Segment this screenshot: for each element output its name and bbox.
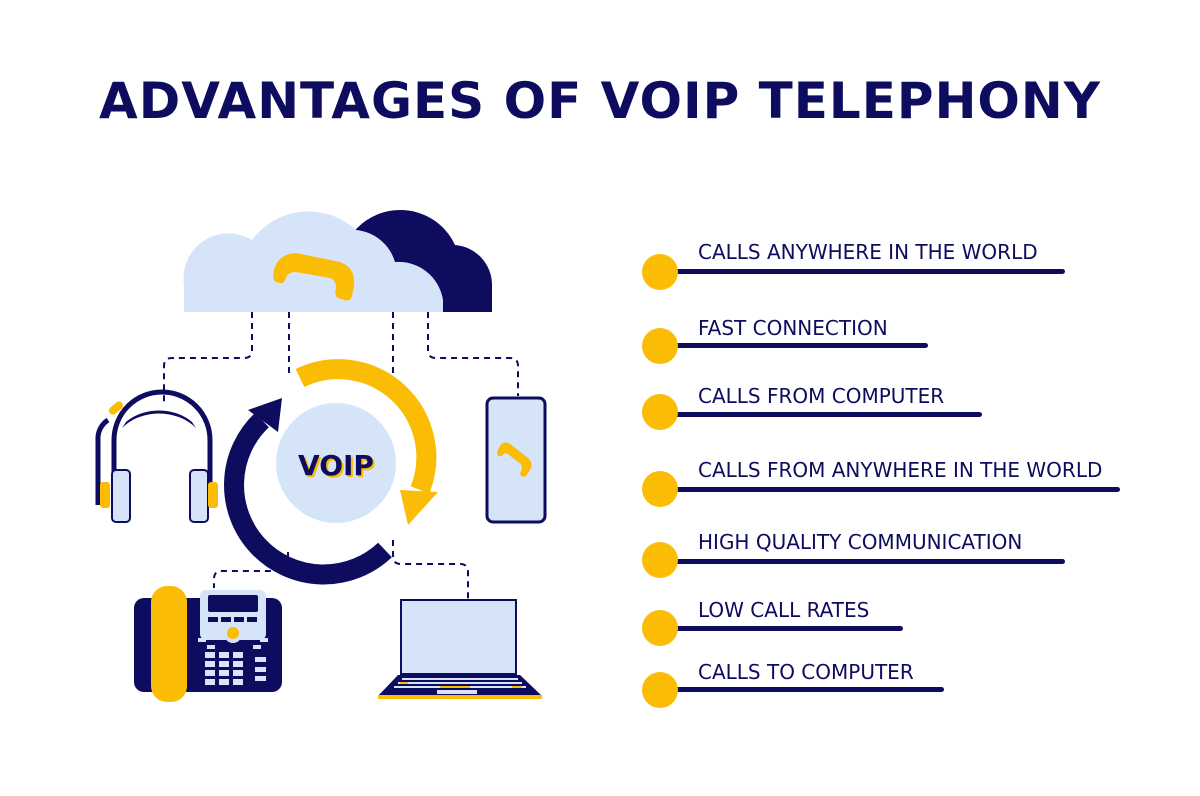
advantage-label: FAST CONNECTION (698, 316, 888, 340)
desk-phone-icon (134, 586, 282, 702)
headphones-icon (95, 389, 218, 523)
advantage-label: CALLS ANYWHERE IN THE WORLD (698, 240, 1038, 264)
cloud-icon (183, 209, 493, 312)
advantage-item: LOW CALL RATES (640, 598, 920, 648)
bullet-dot-icon (642, 610, 678, 646)
underline-bar (674, 343, 928, 348)
bullet-dot-icon (642, 542, 678, 578)
bullet-dot-icon (642, 394, 678, 430)
advantage-item: CALLS FROM ANYWHERE IN THE WORLD (640, 458, 1130, 508)
bullet-dot-icon (642, 328, 678, 364)
advantage-item: HIGH QUALITY COMMUNICATION (640, 530, 1080, 580)
page-title: ADVANTAGES OF VOIP TELEPHONY (99, 72, 1101, 130)
advantages-list: CALLS ANYWHERE IN THE WORLD FAST CONNECT… (640, 0, 1200, 796)
smartphone-icon (485, 396, 547, 524)
underline-bar (674, 626, 903, 631)
advantage-item: CALLS TO COMPUTER (640, 660, 960, 710)
advantage-label: CALLS FROM ANYWHERE IN THE WORLD (698, 458, 1103, 482)
cycle-arrows-icon (224, 359, 438, 585)
advantage-item: CALLS ANYWHERE IN THE WORLD (640, 240, 1080, 290)
voip-center-label: VOIP (300, 451, 376, 484)
voip-illustration: VOIP VOIP (95, 209, 547, 702)
laptop-icon (378, 599, 542, 699)
phone-handset-icon (273, 253, 355, 301)
underline-bar (674, 487, 1120, 492)
advantage-item: FAST CONNECTION (640, 316, 940, 366)
advantage-item: CALLS FROM COMPUTER (640, 384, 990, 434)
advantage-label: LOW CALL RATES (698, 598, 870, 622)
bullet-dot-icon (642, 471, 678, 507)
advantage-label: HIGH QUALITY COMMUNICATION (698, 530, 1023, 554)
underline-bar (674, 412, 982, 417)
underline-bar (674, 269, 1065, 274)
underline-bar (674, 687, 944, 692)
voip-center-label-front: VOIP (298, 449, 374, 482)
bullet-dot-icon (642, 672, 678, 708)
advantage-label: CALLS FROM COMPUTER (698, 384, 945, 408)
underline-bar (674, 559, 1065, 564)
bullet-dot-icon (642, 254, 678, 290)
advantage-label: CALLS TO COMPUTER (698, 660, 914, 684)
